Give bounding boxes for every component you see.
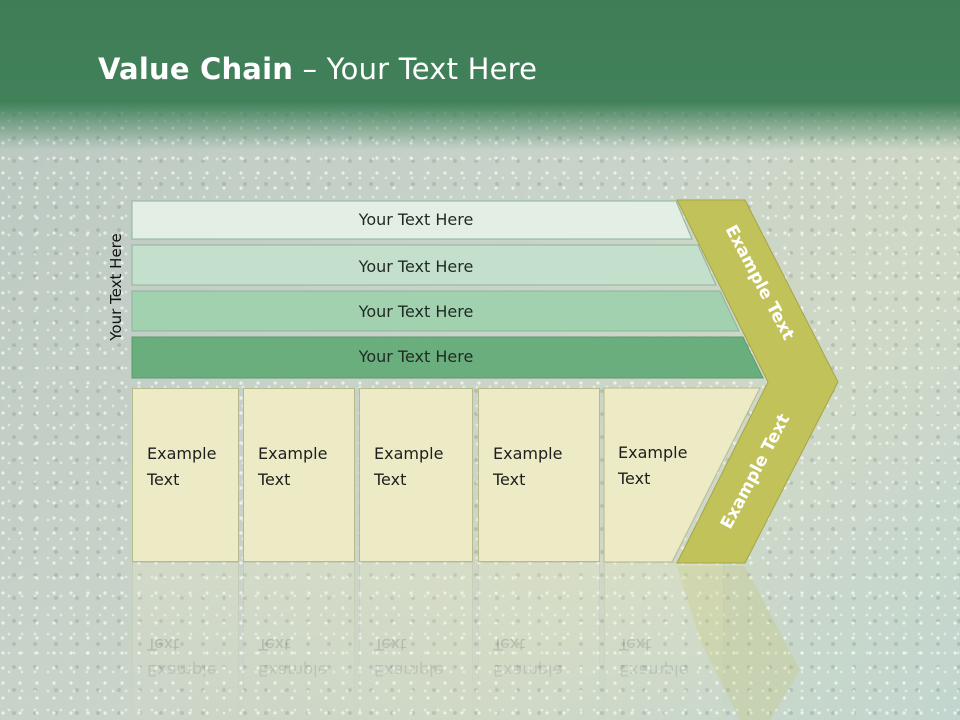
support-bar-4 — [131, 336, 764, 379]
support-bar-4-label: Your Text Here — [358, 347, 474, 366]
chevron-reflection — [677, 566, 800, 720]
primary-box-5-shape — [603, 387, 761, 563]
primary-box-2-label: Example Text — [258, 444, 328, 489]
support-bar-1-label: Your Text Here — [358, 210, 474, 229]
primary-box-1-label: Example Text — [147, 444, 217, 489]
title-bar — [0, 0, 960, 150]
support-bar-2 — [131, 244, 717, 286]
support-bar-3 — [131, 290, 740, 332]
slide-title: Value Chain – Your Text Here — [98, 52, 537, 86]
primary-box-5-label: Example Text — [618, 443, 688, 488]
title-bold: Value Chain — [98, 52, 294, 86]
support-bar-1 — [131, 200, 693, 240]
support-bar-3-label: Your Text Here — [358, 302, 474, 321]
primary-box-3: Example Text — [359, 388, 473, 562]
primary-box-1: Example Text — [132, 388, 239, 562]
primary-box-5: Example Text — [604, 388, 704, 562]
primary-box-3-label: Example Text — [374, 444, 444, 489]
support-bar-2-label: Your Text Here — [358, 257, 474, 276]
margin-chevron — [676, 199, 839, 564]
primary-box-4-label: Example Text — [493, 444, 563, 489]
primary-box-2: Example Text — [243, 388, 355, 562]
primary-box-4: Example Text — [478, 388, 600, 562]
title-rest: – Your Text Here — [293, 52, 538, 86]
